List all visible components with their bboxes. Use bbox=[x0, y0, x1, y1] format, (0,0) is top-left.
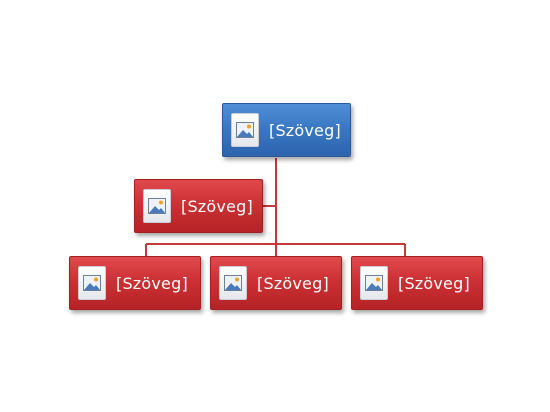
picture-placeholder-icon[interactable] bbox=[360, 266, 388, 300]
picture-placeholder-icon[interactable] bbox=[78, 266, 106, 300]
child-node-2[interactable]: [Szöveg] bbox=[210, 256, 342, 310]
assistant-node[interactable]: [Szöveg] bbox=[134, 179, 263, 233]
picture-placeholder-icon[interactable] bbox=[219, 266, 247, 300]
picture-placeholder-icon[interactable] bbox=[231, 113, 259, 147]
root-node-label: [Szöveg] bbox=[269, 120, 341, 140]
picture-placeholder-icon[interactable] bbox=[143, 189, 171, 223]
child-node-1[interactable]: [Szöveg] bbox=[69, 256, 201, 310]
assistant-node-label: [Szöveg] bbox=[181, 196, 253, 216]
child-node-label: [Szöveg] bbox=[116, 273, 188, 293]
root-node[interactable]: [Szöveg] bbox=[222, 103, 351, 157]
child-node-label: [Szöveg] bbox=[398, 273, 470, 293]
child-node-3[interactable]: [Szöveg] bbox=[351, 256, 483, 310]
child-node-label: [Szöveg] bbox=[257, 273, 329, 293]
